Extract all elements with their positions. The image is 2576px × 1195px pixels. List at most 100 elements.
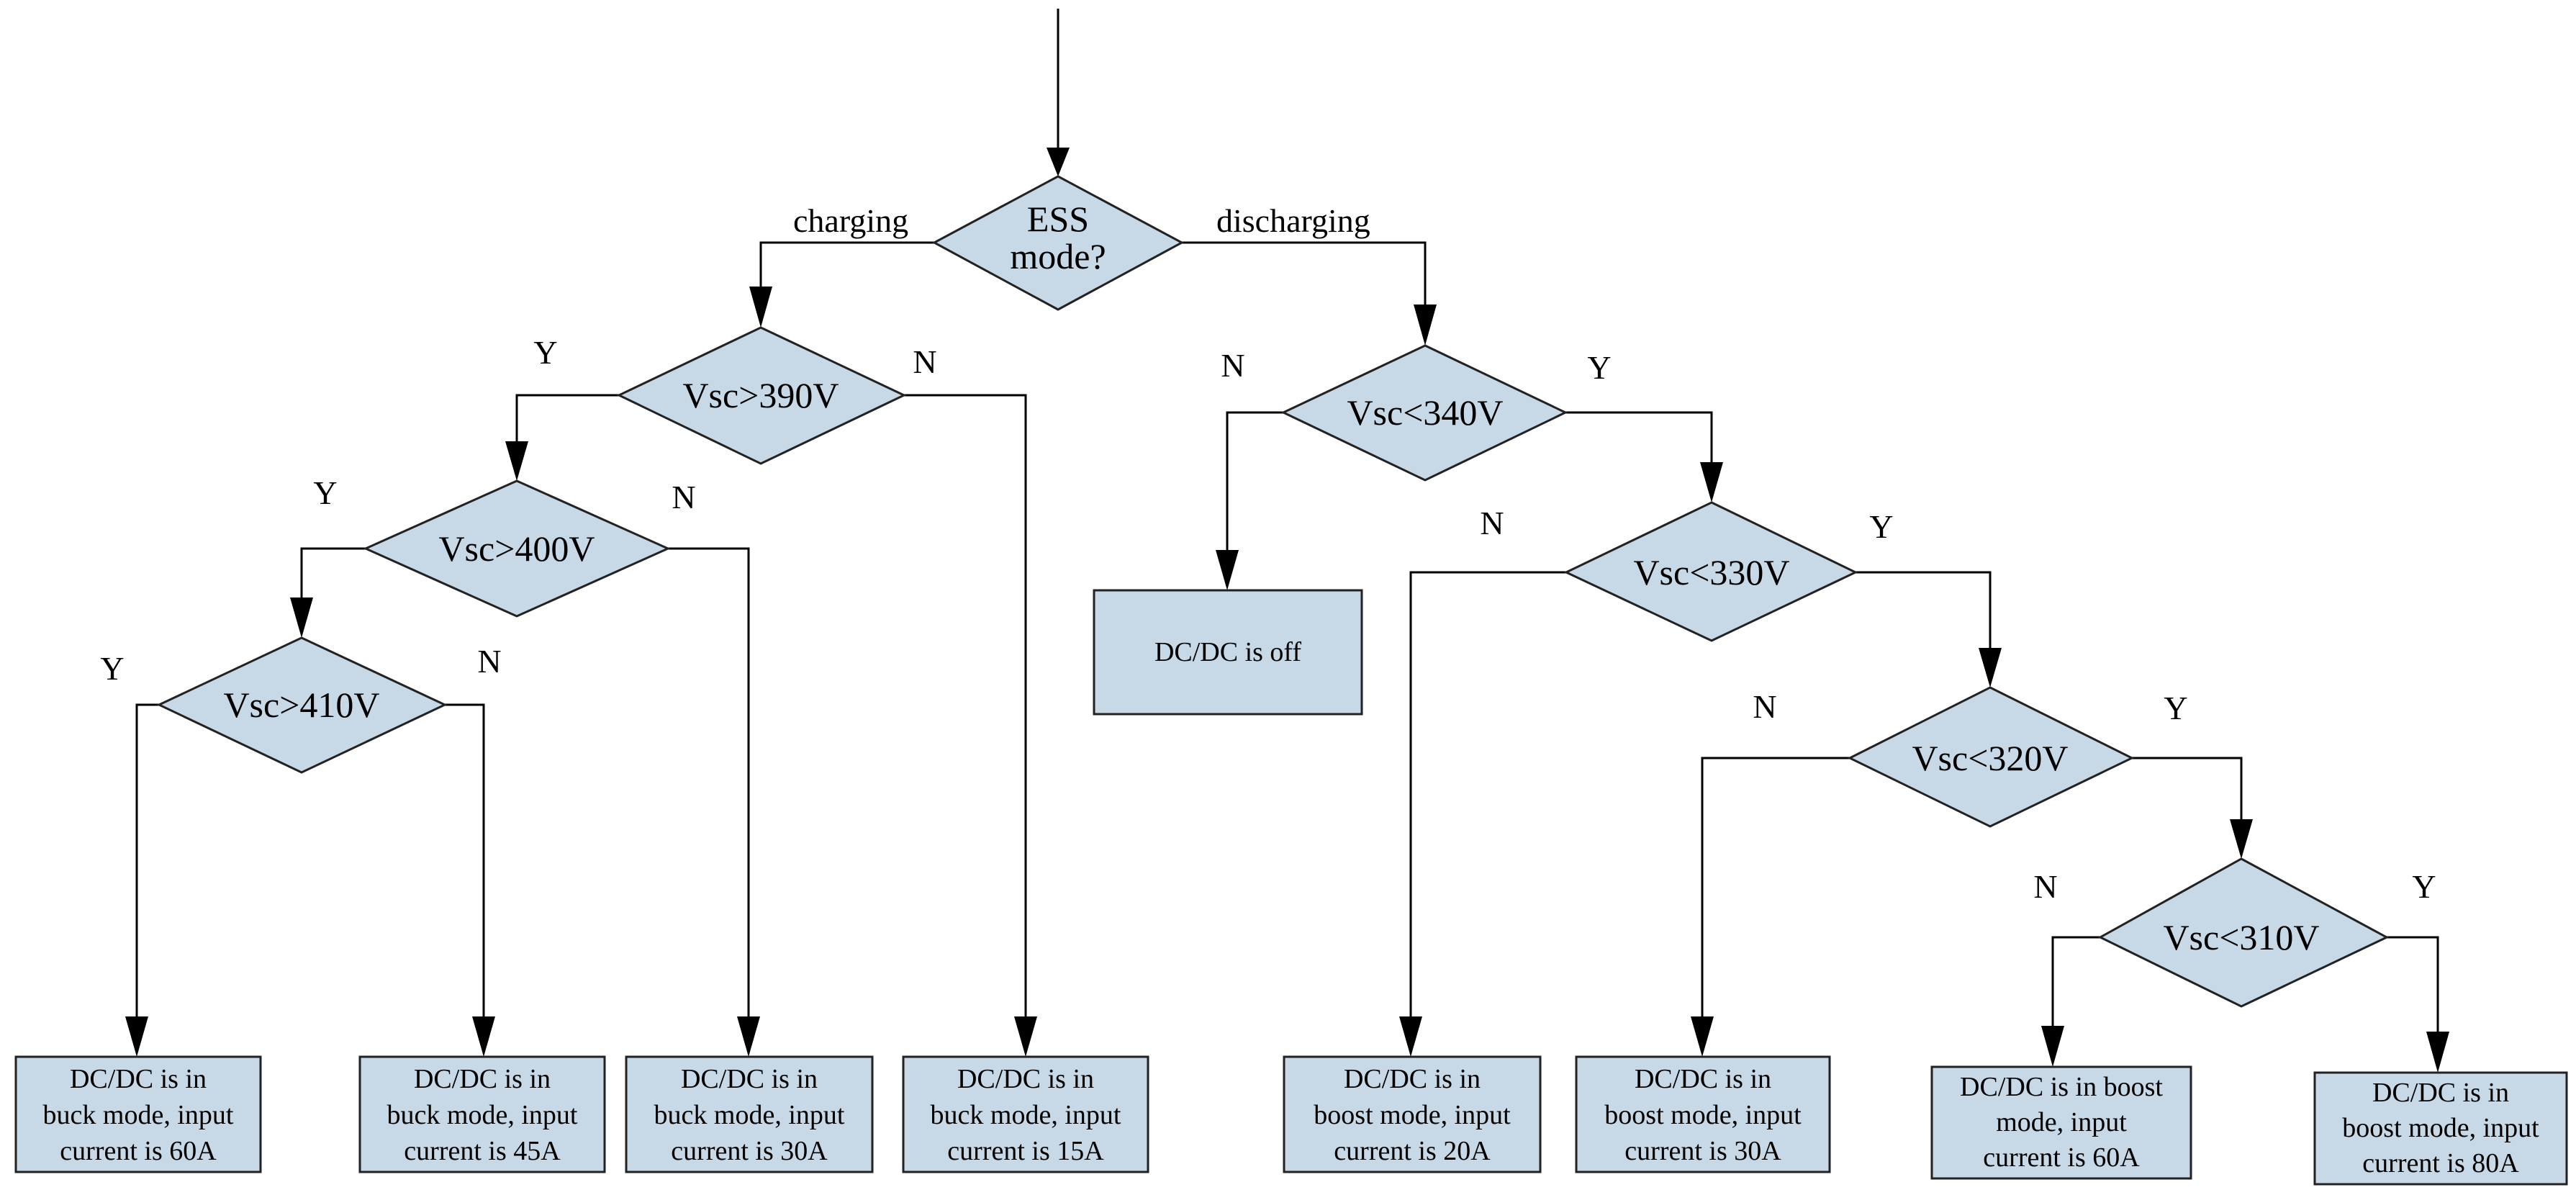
arrow-head [1399,1016,1422,1057]
edge-340-yes [1565,411,1713,462]
box-line: buck mode, input [931,1100,1121,1130]
box-boost-80a: DC/DC is in boost mode, input current is… [2313,1071,2568,1186]
box-line: buck mode, input [387,1100,578,1130]
decision-vsc-310: Vsc<310V [2097,857,2390,1008]
box-line: boost mode, input [1604,1100,1802,1130]
box-line: current is 30A [671,1136,828,1166]
decision-label: Vsc>390V [682,375,839,415]
arrow-head [1047,148,1070,176]
box-line: DC/DC is in [681,1064,818,1094]
box-line: boost mode, input [2342,1113,2539,1143]
decision-label: Vsc<320V [1912,738,2068,778]
edge-340-no [1226,411,1283,550]
arrow-head [749,287,772,328]
edge-400-no [668,547,750,1016]
edge-320-yes [2132,757,2243,819]
box-line: DC/DC is in [1344,1064,1481,1094]
edge-label-charging: charging [793,202,908,239]
arrow-head [2426,1032,2449,1073]
edge-label-no: N [1753,688,1776,725]
edge-label-yes: Y [533,334,557,371]
edge-discharging [1182,241,1427,305]
box-line: current is 80A [2362,1148,2519,1178]
arrow-head [505,441,528,481]
edge-330-no [1409,571,1566,1016]
arrow-head [1414,305,1437,346]
edge-label-yes: Y [2164,690,2187,726]
decision-label: Vsc<310V [2163,917,2319,957]
arrow-head [290,598,313,638]
box-line: DC/DC is in [70,1064,207,1094]
box-boost-30a: DC/DC is in boost mode, input current is… [1575,1055,1831,1173]
decision-label: mode? [1010,236,1106,276]
box-line: current is 15A [947,1136,1104,1166]
arrow-head [1691,1016,1714,1057]
arrow-head [1216,550,1239,590]
box-buck-15a: DC/DC is in buck mode, input current is … [902,1055,1149,1173]
edge-label-yes: Y [2412,868,2436,905]
decision-vsc-410: Vsc>410V [156,636,448,774]
decision-label: ESS [1027,199,1089,239]
box-line: current is 30A [1624,1136,1781,1166]
edge-label-discharging: discharging [1216,202,1370,239]
edge-charging [759,241,934,287]
edge-310-no [2051,936,2100,1026]
box-buck-60a: DC/DC is in buck mode, input current is … [14,1055,262,1173]
decision-label: Vsc>400V [438,528,595,569]
box-line: buck mode, input [654,1100,845,1130]
box-boost-20a: DC/DC is in boost mode, input current is… [1283,1055,1542,1173]
decision-vsc-330: Vsc<330V [1563,501,1858,642]
box-line: DC/DC is off [1154,637,1301,667]
box-boost-60a: DC/DC is in boost mode, input current is… [1930,1065,2192,1180]
decision-ess-mode: ESS mode? [931,175,1185,311]
edge-320-no [1701,757,1850,1016]
edge-330-yes [1856,571,1992,648]
box-buck-30a: DC/DC is in buck mode, input current is … [625,1055,874,1173]
edge-label-no: N [1480,505,1504,541]
box-line: DC/DC is in boost [1960,1072,2163,1102]
edge-label-no: N [477,643,501,680]
arrow-head [125,1016,148,1057]
box-line: current is 45A [404,1136,561,1166]
box-line: buck mode, input [43,1100,234,1130]
box-line: DC/DC is in [957,1064,1094,1094]
box-line: mode, input [1996,1107,2127,1137]
arrow-head [1700,462,1723,502]
arrow-head [2230,819,2253,859]
box-line: current is 60A [60,1136,217,1166]
decision-vsc-390: Vsc>390V [616,326,907,465]
edge-labels: charging discharging Y N Y N Y N N Y N Y… [100,202,2436,905]
edge-400-yes [300,547,366,598]
decision-vsc-340: Vsc<340V [1280,344,1568,482]
edge-label-yes: Y [313,474,337,511]
edge-label-no: N [672,479,695,515]
box-line: DC/DC is in [2372,1078,2509,1108]
arrow-head [2041,1026,2064,1067]
arrow-head [472,1016,495,1057]
box-line: current is 60A [1983,1142,2140,1173]
edge-label-yes: Y [1587,349,1611,386]
edge-label-yes: Y [1869,508,1893,545]
edge-label-no: N [913,343,936,380]
edge-410-yes [135,703,159,1016]
arrow-head [1979,648,2002,687]
box-line: current is 20A [1334,1136,1491,1166]
edge-label-no: N [1221,347,1244,384]
box-line: DC/DC is in [414,1064,551,1094]
edge-label-yes: Y [100,650,124,687]
box-buck-45a: DC/DC is in buck mode, input current is … [358,1055,606,1173]
edges [125,9,2449,1073]
decision-label: Vsc<330V [1633,552,1789,592]
box-line: DC/DC is in [1635,1064,1771,1094]
arrow-head [737,1016,760,1057]
edge-390-yes [515,394,619,441]
decision-label: Vsc>410V [223,685,379,725]
decision-vsc-320: Vsc<320V [1847,686,2135,828]
edge-label-no: N [2033,868,2057,905]
box-off: DC/DC is off [1093,589,1363,716]
box-line: boost mode, input [1314,1100,1511,1130]
edge-310-yes [2387,936,2439,1032]
edge-410-no [445,703,485,1016]
edge-390-no [904,394,1027,1016]
